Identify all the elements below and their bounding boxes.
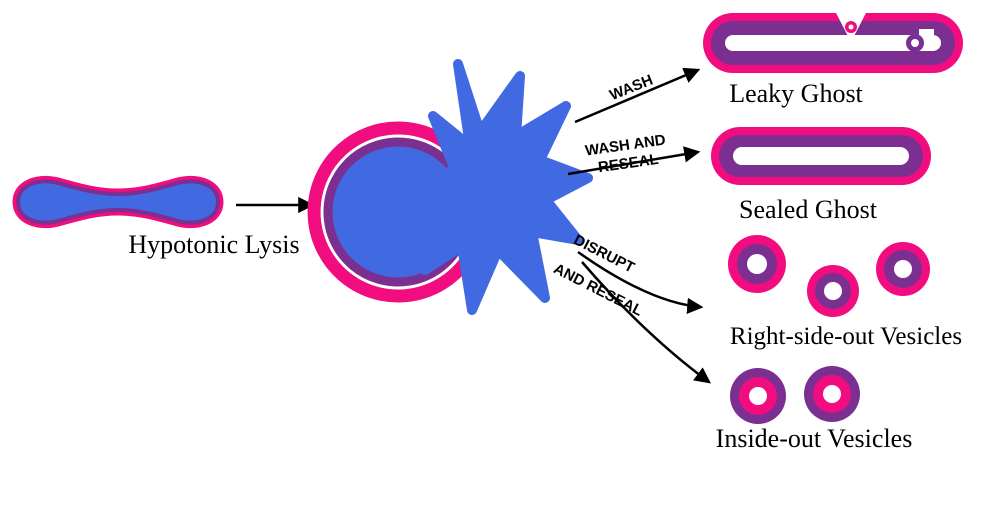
right-side-out-vesicles (728, 235, 930, 317)
vesicle-lumen (747, 254, 767, 274)
rbc-cytoplasm (15, 179, 221, 225)
vesicle-lumen (823, 385, 841, 403)
lysis-burst (411, 59, 593, 315)
sealed-ghost-shape (711, 127, 931, 185)
swollen-cell-inner-membrane (323, 137, 463, 287)
disrupt-arrow-to-right-side-out (577, 250, 704, 315)
vesicle-lumen (894, 260, 912, 278)
vesicle-lumen (824, 282, 842, 300)
vesicle-lumen (749, 387, 767, 405)
leaky-ghost-lumen (725, 35, 941, 51)
inside-out-vesicle (730, 368, 786, 424)
inside-out-vesicles (730, 366, 860, 424)
sealed-ghost-lumen (733, 147, 909, 165)
leaky-ghost-shape (703, 11, 963, 73)
leaky-ghost-curl-top-hole (848, 24, 854, 30)
inside-out-vesicle (804, 366, 860, 422)
leaky-ghost-leak-gap (919, 29, 934, 40)
hypotonic-lysis-label: Hypotonic Lysis (128, 230, 299, 259)
wash-and-reseal-arrow (567, 146, 701, 176)
swollen-cell-outer-membrane (307, 121, 472, 303)
inside-out-vesicles-label: Inside-out Vesicles (716, 424, 913, 453)
right-side-out-vesicle (807, 265, 859, 317)
red-blood-cell (12, 175, 224, 229)
wash-arrow (574, 67, 701, 124)
leaky-ghost-curl-right-hole (911, 39, 919, 47)
right-side-out-vesicle (728, 235, 786, 293)
right-side-out-vesicle (876, 242, 930, 296)
right-side-out-vesicles-label: Right-side-out Vesicles (730, 323, 962, 350)
leaky-ghost-label: Leaky Ghost (729, 79, 863, 108)
disrupt-arrow-to-inside-out (581, 261, 711, 384)
sealed-ghost-label: Sealed Ghost (739, 195, 878, 224)
